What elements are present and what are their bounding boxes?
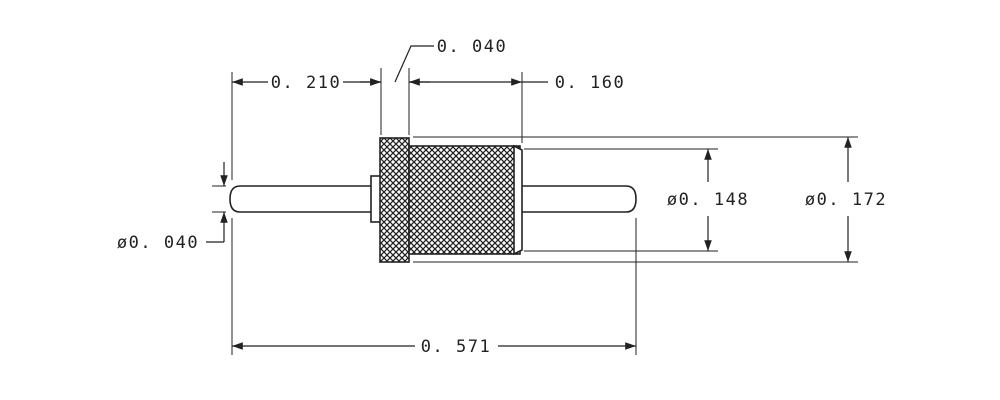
dim-body-diameter: ø0. 148: [667, 190, 749, 210]
dim-pin-diameter: ø0. 040: [117, 233, 199, 253]
body-chamfer: [513, 144, 523, 256]
dim-flange-thickness: 0. 040: [437, 37, 507, 57]
dim-overall-length: 0. 571: [421, 337, 491, 357]
dimension-lines: [206, 45, 858, 355]
knurled-body: [408, 145, 521, 255]
dim-flange-diameter: ø0. 172: [805, 190, 887, 210]
connector-pin-part: [229, 137, 637, 263]
dimension-labels: 0. 210 0. 040 0. 160 ø0. 040 ø0. 148 ø0.…: [117, 37, 887, 357]
knurled-flange: [379, 137, 410, 263]
dim-body-length-right: 0. 160: [555, 73, 625, 93]
dim-pin-length-left: 0. 210: [271, 73, 341, 93]
right-pin: [517, 185, 637, 213]
left-pin: [229, 185, 379, 213]
